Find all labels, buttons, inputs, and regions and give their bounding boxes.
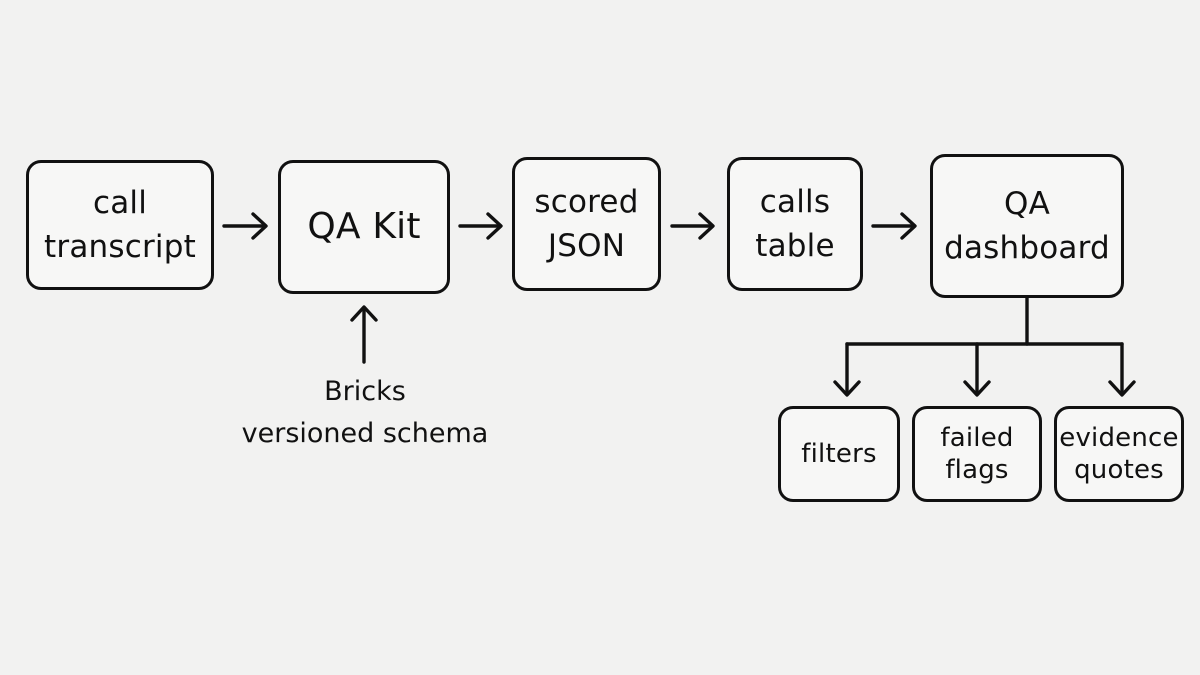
node-qa-dashboard-label: QA dashboard — [944, 186, 1110, 266]
node-scored-json-label: scored JSON — [534, 184, 639, 264]
node-qa-kit: QA Kit — [278, 160, 450, 294]
node-qa-dashboard: QA dashboard — [930, 154, 1124, 298]
node-failed-flags: failed flags — [912, 406, 1042, 502]
arrow-qa-kit-to-scored-json — [458, 212, 503, 240]
node-calls-table-label: calls table — [755, 184, 835, 264]
node-qa-kit-label: QA Kit — [307, 206, 421, 247]
node-call-transcript-label: call transcript — [44, 185, 196, 265]
node-call-transcript: call transcript — [26, 160, 214, 290]
arrow-schema-to-qa-kit — [350, 305, 378, 364]
arrow-calls-table-to-qa-dashboard — [871, 212, 917, 240]
node-scored-json: scored JSON — [512, 157, 661, 291]
node-evidence-quotes-label: evidence quotes — [1059, 423, 1179, 485]
node-filters: filters — [778, 406, 900, 502]
input-note-schema: Bricks versioned schema — [241, 376, 489, 449]
node-calls-table: calls table — [727, 157, 863, 291]
node-failed-flags-label: failed flags — [940, 423, 1014, 485]
node-evidence-quotes: evidence quotes — [1054, 406, 1184, 502]
arrow-scored-json-to-calls-table — [670, 212, 715, 240]
node-filters-label: filters — [801, 439, 877, 469]
arrow-transcript-to-qa-kit — [222, 212, 268, 240]
branch-dashboard-to-features — [833, 296, 1136, 397]
